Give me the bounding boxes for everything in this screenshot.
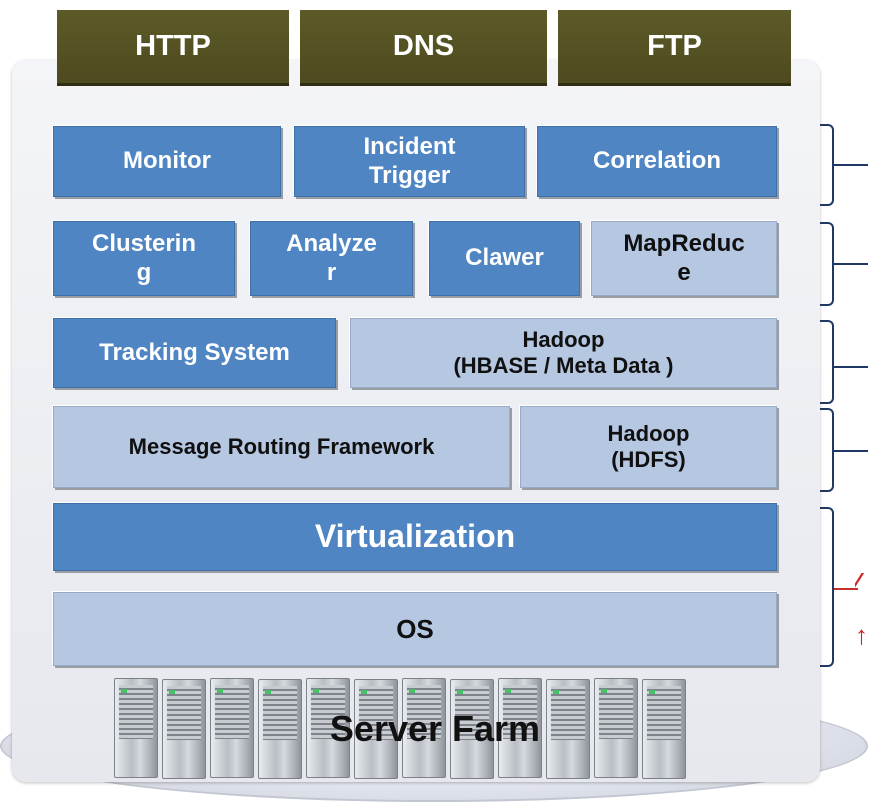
- server-tower-icon: [114, 678, 158, 778]
- server-tower-icon: [402, 678, 446, 778]
- bracket-4: [820, 408, 834, 492]
- mapreduce-box: MapReduc e: [591, 221, 777, 296]
- bracket-3: [820, 320, 834, 404]
- server-tower-icon: [546, 679, 590, 779]
- server-tower-icon: [642, 679, 686, 779]
- protocol-dns: DNS: [300, 10, 547, 86]
- server-tower-icon: [450, 679, 494, 779]
- bracket-4-tick: [834, 450, 868, 452]
- server-tower-icon: [306, 678, 350, 778]
- server-tower-icon: [162, 679, 206, 779]
- bracket-3-tick: [834, 366, 868, 368]
- red-annotation-mark-2: ↑: [855, 620, 868, 650]
- analyzer-box: Analyze r: [250, 221, 413, 296]
- bracket-2-tick: [834, 263, 868, 265]
- server-tower-icon: [258, 679, 302, 779]
- hadoop-hbase-box: Hadoop (HBASE / Meta Data ): [350, 318, 777, 388]
- server-tower-icon: [210, 678, 254, 778]
- correlation-box: Correlation: [537, 126, 777, 197]
- incident-trigger-box: Incident Trigger: [294, 126, 525, 197]
- server-tower-icon: [498, 678, 542, 778]
- monitor-box: Monitor: [53, 126, 281, 197]
- virtualization-layer: Virtualization: [53, 503, 777, 571]
- bracket-5: [820, 507, 834, 667]
- tracking-system-box: Tracking System: [53, 318, 336, 388]
- hadoop-hdfs-box: Hadoop (HDFS): [520, 406, 777, 488]
- os-layer: OS: [53, 592, 777, 666]
- clawer-box: Clawer: [429, 221, 580, 296]
- bracket-1-tick: [834, 164, 868, 166]
- server-farm-label: Server Farm: [329, 708, 541, 749]
- bracket-2: [820, 222, 834, 306]
- protocol-ftp: FTP: [558, 10, 791, 86]
- clustering-box: Clusterin g: [53, 221, 235, 296]
- server-tower-icon: [594, 678, 638, 778]
- message-routing-box: Message Routing Framework: [53, 406, 510, 488]
- protocol-http: HTTP: [57, 10, 289, 86]
- bracket-5-tick: [834, 588, 858, 590]
- server-tower-icon: [354, 679, 398, 779]
- bracket-1: [820, 124, 834, 206]
- red-annotation-mark: ⁄: [855, 567, 860, 597]
